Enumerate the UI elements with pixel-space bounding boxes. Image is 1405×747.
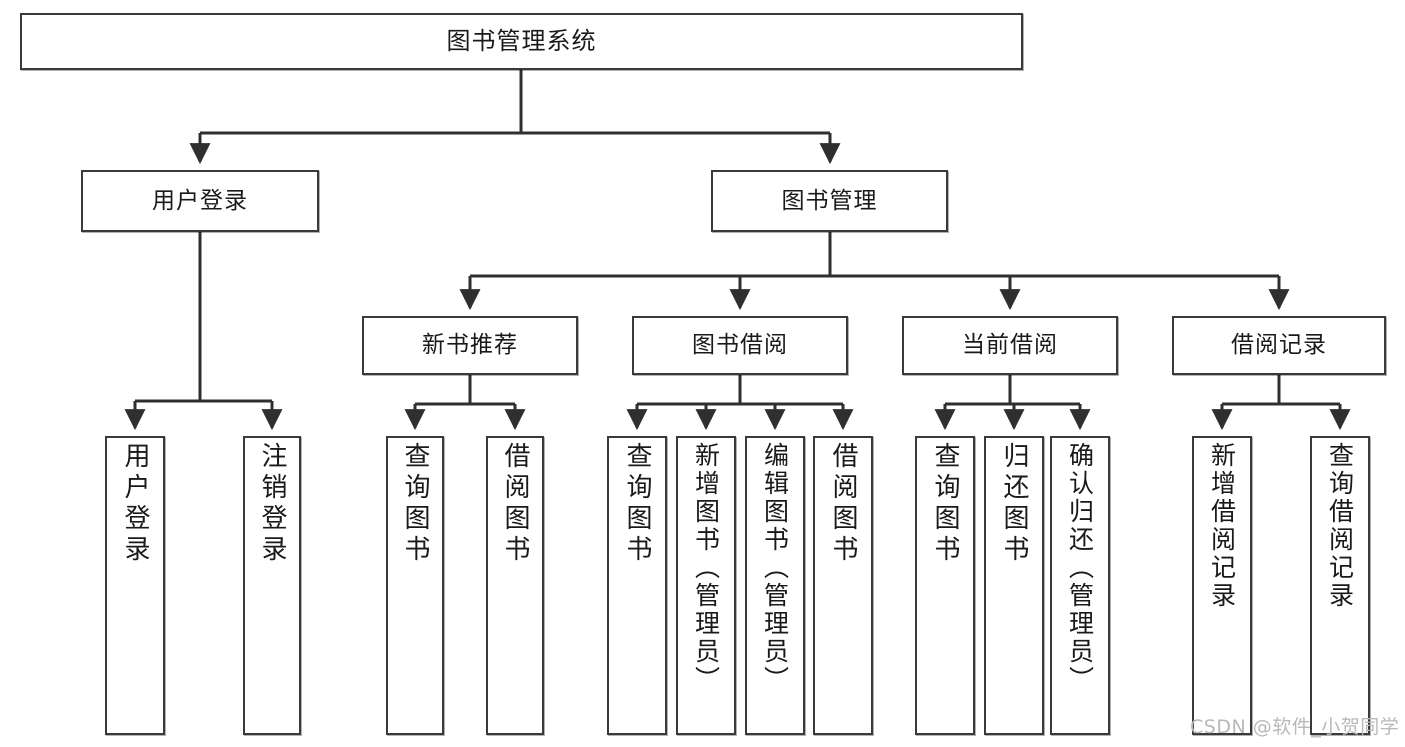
node-new-book-rec-label: 新书推荐 bbox=[422, 332, 518, 359]
node-leaf-edit-book-label: 编辑图书（管理员） bbox=[760, 442, 790, 694]
node-borrow-record[interactable]: 借阅记录 bbox=[1172, 316, 1386, 375]
node-leaf-query-book-3-label: 查询图书 bbox=[930, 442, 960, 566]
node-leaf-borrow-book-1-label: 借阅图书 bbox=[500, 442, 530, 566]
node-leaf-user-login[interactable]: 用户登录 bbox=[105, 436, 165, 735]
csdn-watermark: CSDN @软件_小贺同学 bbox=[1190, 716, 1400, 738]
node-leaf-add-book-label: 新增图书（管理员） bbox=[691, 442, 721, 694]
node-leaf-add-record-label: 新增借阅记录 bbox=[1207, 442, 1237, 610]
node-leaf-return-book-label: 归还图书 bbox=[999, 442, 1029, 566]
node-book-manage[interactable]: 图书管理 bbox=[711, 170, 948, 232]
node-root-label: 图书管理系统 bbox=[446, 26, 597, 55]
node-leaf-edit-book[interactable]: 编辑图书（管理员） bbox=[745, 436, 805, 735]
node-leaf-logout-label: 注销登录 bbox=[257, 442, 287, 566]
node-book-manage-label: 图书管理 bbox=[781, 187, 878, 214]
node-leaf-add-book[interactable]: 新增图书（管理员） bbox=[676, 436, 736, 735]
node-leaf-query-book-3[interactable]: 查询图书 bbox=[915, 436, 975, 735]
node-leaf-borrow-book-2[interactable]: 借阅图书 bbox=[813, 436, 873, 735]
node-leaf-confirm-return[interactable]: 确认归还（管理员） bbox=[1050, 436, 1110, 735]
node-borrow-record-label: 借阅记录 bbox=[1231, 332, 1327, 359]
node-current-borrow-label: 当前借阅 bbox=[962, 332, 1058, 359]
node-leaf-confirm-return-label: 确认归还（管理员） bbox=[1065, 442, 1095, 694]
node-leaf-query-record-label: 查询借阅记录 bbox=[1325, 442, 1355, 610]
node-leaf-query-book-1[interactable]: 查询图书 bbox=[386, 436, 444, 735]
node-book-borrow[interactable]: 图书借阅 bbox=[632, 316, 848, 375]
node-leaf-borrow-book-1[interactable]: 借阅图书 bbox=[486, 436, 544, 735]
node-leaf-logout[interactable]: 注销登录 bbox=[243, 436, 301, 735]
node-current-borrow[interactable]: 当前借阅 bbox=[902, 316, 1118, 375]
node-new-book-rec[interactable]: 新书推荐 bbox=[362, 316, 578, 375]
node-leaf-add-record[interactable]: 新增借阅记录 bbox=[1192, 436, 1252, 735]
node-leaf-return-book[interactable]: 归还图书 bbox=[984, 436, 1044, 735]
node-leaf-user-login-label: 用户登录 bbox=[120, 442, 150, 566]
node-leaf-query-book-1-label: 查询图书 bbox=[400, 442, 430, 566]
node-user-login[interactable]: 用户登录 bbox=[81, 170, 319, 232]
node-book-borrow-label: 图书借阅 bbox=[692, 332, 788, 359]
node-user-login-label: 用户登录 bbox=[152, 187, 248, 214]
node-leaf-borrow-book-2-label: 借阅图书 bbox=[828, 442, 858, 566]
node-leaf-query-book-2-label: 查询图书 bbox=[622, 442, 652, 566]
node-root[interactable]: 图书管理系统 bbox=[20, 13, 1023, 70]
node-leaf-query-record[interactable]: 查询借阅记录 bbox=[1310, 436, 1370, 735]
node-leaf-query-book-2[interactable]: 查询图书 bbox=[607, 436, 667, 735]
